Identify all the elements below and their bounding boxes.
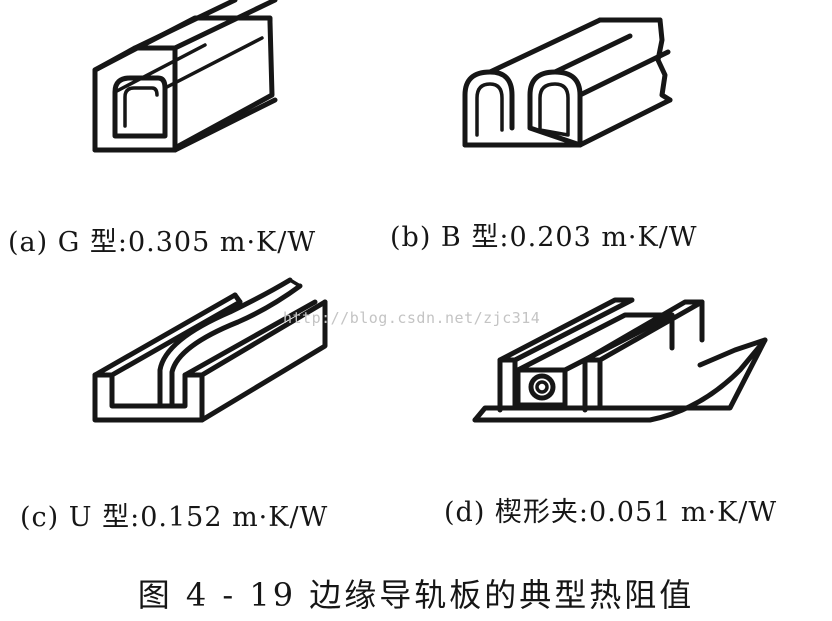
b-type-rail-drawing (462, 17, 673, 148)
panel-g-type: (a) G 型:0.305 m·K/W (0, 0, 400, 258)
figure-title: 图 4 - 19 边缘导轨板的典型热阻值 (137, 576, 695, 614)
caption-wedge-clamp: (d) 楔形夹:0.051 m·K/W (444, 497, 778, 528)
g-type-rail-drawing (92, 0, 278, 153)
wedge-clamp-drawing (472, 297, 768, 423)
panel-u-type: (c) U 型:0.152 m·K/W (0, 270, 400, 533)
caption-u-type: (c) U 型:0.152 m·K/W (20, 502, 329, 533)
panel-wedge-clamp: (d) 楔形夹:0.051 m·K/W (400, 270, 832, 528)
watermark-text: http://blog.csdn.net/zjc314 (283, 309, 541, 327)
caption-b-type: (b) B 型:0.203 m·K/W (390, 222, 698, 253)
u-type-rail-drawing (92, 277, 328, 423)
panel-b-type: (b) B 型:0.203 m·K/W (390, 0, 832, 253)
caption-g-type: (a) G 型:0.305 m·K/W (8, 227, 317, 258)
